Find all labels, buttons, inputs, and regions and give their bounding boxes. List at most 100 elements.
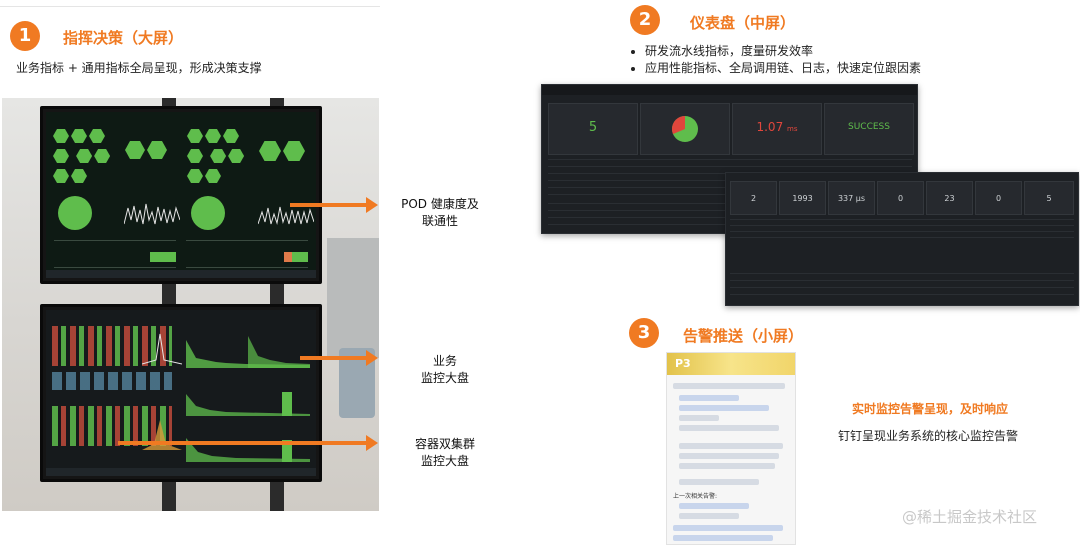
apm-card-value: 2: [750, 194, 757, 203]
section-1-subtitle: 业务指标 + 通用指标全局呈现，形成决策支撑: [16, 61, 262, 75]
apm-card-value: 1993: [792, 194, 813, 203]
taskbar: [46, 270, 316, 278]
alert-history-label: 上一次相关告警:: [673, 493, 718, 500]
bottom-monitor-screen: [46, 310, 316, 476]
status-cells: [150, 252, 176, 262]
apm-card-row: 2 1993 337 µs 0 23 0 5: [730, 181, 1074, 215]
gauge-grid: [52, 406, 172, 446]
container-area-chart: [186, 438, 310, 462]
stat-latency-value: 1.07: [756, 120, 784, 134]
alert-level-header: P3: [667, 353, 795, 375]
business-area-chart: [186, 392, 310, 416]
container-callout-line-1: 容器双集群: [414, 437, 475, 451]
apm-card-value: 0: [897, 194, 904, 203]
apm-card: 0: [975, 181, 1022, 215]
stat-card-latency: 1.07 ms: [732, 103, 822, 155]
alert-line: [679, 479, 759, 485]
apm-card: 5: [1024, 181, 1074, 215]
top-monitor-screen: [46, 112, 316, 278]
pod-table: [54, 240, 176, 268]
pod-callout: POD 健康度及 联通性: [385, 196, 495, 230]
health-circle: [191, 196, 225, 230]
alert-line: [679, 513, 739, 519]
alert-line: [679, 395, 739, 401]
section-1-badge: 1: [10, 21, 40, 51]
status-cells: [292, 252, 308, 262]
alert-line: [679, 503, 749, 509]
alert-action-links[interactable]: [673, 525, 783, 531]
pod-arrow-line: [290, 203, 368, 207]
trace-table: [730, 219, 1074, 239]
pod-callout-line-1: POD 健康度及: [401, 197, 479, 211]
taskbar: [46, 468, 316, 476]
dashboard-screenshot-apm: 2 1993 337 µs 0 23 0 5: [725, 172, 1079, 306]
alert-line: [679, 405, 769, 411]
top-monitor: [40, 106, 322, 284]
stat-status-value: SUCCESS: [848, 122, 890, 132]
alert-line: [679, 425, 779, 431]
business-callout-line-1: 业务: [432, 354, 457, 368]
apm-card: 2: [730, 181, 777, 215]
apm-card-value: 23: [944, 194, 955, 203]
apm-card: 337 µs: [828, 181, 875, 215]
container-arrow-line: [118, 441, 368, 445]
apm-card-value: 337 µs: [837, 194, 866, 203]
success-ratio-pie: [672, 116, 698, 142]
container-arrow-head: [366, 435, 378, 451]
container-callout: 容器双集群 监控大盘: [385, 436, 505, 470]
wall-monitors-photo: [2, 98, 379, 511]
apm-card-value: 5: [1046, 194, 1052, 203]
section-2-badge: 2: [630, 5, 660, 35]
pod-table: [186, 240, 308, 268]
business-arrow-line: [300, 356, 368, 360]
alert-level-label: P3: [675, 357, 691, 370]
section-2-bullets: 研发流水线指标，度量研发效率 应用性能指标、全局调用链、日志，快速定位跟因素: [627, 43, 1080, 77]
section-3-description: 钉钉呈现业务系统的核心监控告警: [838, 429, 1019, 443]
stat-card-status: SUCCESS: [824, 103, 914, 155]
stat-latency-unit: ms: [787, 125, 798, 133]
watermark: @稀土掘金技术社区: [902, 508, 1038, 526]
health-circle: [58, 196, 92, 230]
section-2-title: 仪表盘（中屏）: [690, 14, 796, 32]
stat-card-pie: [640, 103, 730, 155]
business-callout-line-2: 监控大盘: [420, 371, 469, 385]
section-1-title: 指挥决策（大屏）: [63, 29, 184, 47]
log-table: [730, 273, 1074, 301]
pod-hexagon-grid: [258, 140, 314, 166]
pod-hexagon-grid: [52, 128, 120, 188]
top-divider: [0, 6, 380, 7]
apm-card-value: 0: [995, 194, 1002, 203]
section-3-highlight: 实时监控告警呈现，及时响应: [852, 402, 1009, 416]
apm-card: 23: [926, 181, 973, 215]
latency-sparkline: [124, 203, 180, 225]
alert-notification-card: P3 上一次相关告警:: [666, 352, 796, 545]
business-callout: 业务 监控大盘: [385, 353, 505, 387]
apm-card: 0: [877, 181, 924, 215]
status-cells: [284, 252, 292, 262]
stat-card-count: 5: [548, 103, 638, 155]
dashboard-topbar: [542, 85, 917, 95]
alert-line: [679, 463, 775, 469]
container-callout-line-2: 监控大盘: [420, 454, 469, 468]
bottom-monitor: [40, 304, 322, 482]
pod-arrow-head: [366, 197, 378, 213]
alert-line: [679, 453, 779, 459]
business-area-chart: [186, 336, 310, 368]
stat-count-value: 5: [588, 120, 598, 135]
section-2-bullet: 研发流水线指标，度量研发效率: [645, 43, 1080, 60]
section-2-bullet: 应用性能指标、全局调用链、日志，快速定位跟因素: [645, 60, 1080, 77]
pod-hexagon-grid: [124, 140, 180, 164]
gauge-grid: [52, 372, 172, 390]
peak-chart: [142, 333, 182, 365]
apm-card: 1993: [779, 181, 826, 215]
section-3-badge: 3: [629, 318, 659, 348]
peak-chart: [142, 420, 182, 450]
alert-action-links[interactable]: [673, 535, 773, 541]
pod-callout-line-2: 联通性: [421, 214, 458, 228]
alert-line: [679, 443, 783, 449]
alert-line: [679, 415, 719, 421]
section-3-title: 告警推送（小屏）: [683, 327, 804, 345]
gauge-grid: [52, 326, 172, 366]
pod-hexagon-grid: [186, 128, 254, 188]
business-arrow-head: [366, 350, 378, 366]
